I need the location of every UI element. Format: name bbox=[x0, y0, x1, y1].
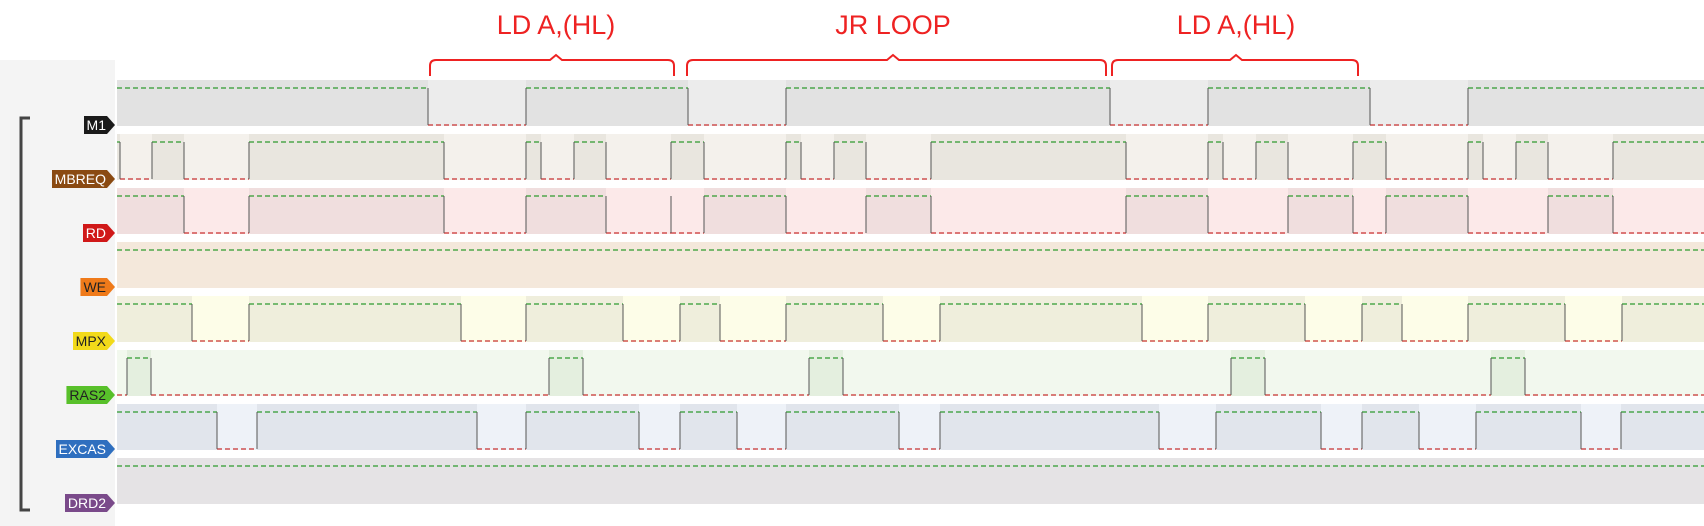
low-region bbox=[688, 80, 786, 126]
signal-label-mpx[interactable]: MPX bbox=[73, 332, 115, 350]
annotation-ld-label-1: LD A,(HL) bbox=[496, 10, 616, 40]
annotation-brackets bbox=[429, 53, 1359, 76]
low-region bbox=[1419, 404, 1476, 450]
lane-background bbox=[117, 458, 1704, 504]
low-region bbox=[899, 404, 940, 450]
low-region bbox=[583, 350, 809, 396]
low-region bbox=[1208, 188, 1288, 234]
low-region bbox=[1483, 134, 1516, 180]
low-region bbox=[883, 296, 940, 342]
signal-trace-we[interactable] bbox=[117, 242, 1704, 288]
low-region bbox=[1265, 350, 1491, 396]
annotation-bracket bbox=[429, 53, 675, 76]
low-region bbox=[623, 296, 680, 342]
lane-background bbox=[117, 188, 1704, 234]
low-region bbox=[786, 188, 866, 234]
low-region bbox=[541, 134, 574, 180]
annotation-ld-label-2: LD A,(HL) bbox=[1176, 10, 1296, 40]
signal-trace-mpx[interactable] bbox=[117, 296, 1704, 342]
low-region bbox=[117, 350, 127, 396]
low-region bbox=[1525, 350, 1704, 396]
low-region bbox=[1305, 296, 1362, 342]
low-region bbox=[606, 134, 671, 180]
low-region bbox=[444, 188, 526, 234]
signal-trace-mbreq[interactable] bbox=[117, 134, 1704, 180]
low-region bbox=[1613, 188, 1704, 234]
signal-trace-drd2[interactable] bbox=[117, 458, 1704, 504]
low-region bbox=[151, 350, 549, 396]
low-region bbox=[1353, 188, 1386, 234]
low-region bbox=[1142, 296, 1208, 342]
low-region bbox=[192, 296, 249, 342]
signal-label-m1[interactable]: M1 bbox=[84, 116, 115, 134]
signal-label-rd[interactable]: RD bbox=[83, 224, 115, 242]
signal-group-bracket bbox=[19, 116, 30, 512]
signal-trace-excas[interactable] bbox=[117, 404, 1704, 450]
signal-trace-ras2[interactable] bbox=[117, 350, 1704, 396]
annotation-bracket bbox=[686, 53, 1107, 76]
low-region bbox=[1386, 134, 1468, 180]
low-region bbox=[1548, 134, 1613, 180]
low-region bbox=[606, 188, 671, 234]
annotation-bracket bbox=[1111, 53, 1359, 76]
low-region bbox=[843, 350, 1231, 396]
low-region bbox=[1288, 134, 1353, 180]
signal-label-we[interactable]: WE bbox=[80, 278, 115, 296]
signal-label-ras2[interactable]: RAS2 bbox=[66, 386, 115, 404]
low-region bbox=[671, 188, 704, 234]
low-region bbox=[444, 134, 526, 180]
low-region bbox=[1321, 404, 1362, 450]
low-region bbox=[801, 134, 834, 180]
low-region bbox=[1126, 134, 1208, 180]
signal-label-excas[interactable]: EXCAS bbox=[56, 440, 115, 458]
low-region bbox=[931, 188, 1126, 234]
low-region bbox=[120, 134, 152, 180]
signal-trace-m1[interactable] bbox=[117, 80, 1704, 126]
low-region bbox=[428, 80, 526, 126]
signal-label-mbreq[interactable]: MBREQ bbox=[52, 170, 115, 188]
signal-trace-rd[interactable] bbox=[117, 188, 1704, 234]
low-region bbox=[1402, 296, 1468, 342]
low-region bbox=[217, 404, 257, 450]
signal-label-drd2[interactable]: DRD2 bbox=[65, 494, 115, 512]
low-region bbox=[1565, 296, 1622, 342]
low-region bbox=[866, 134, 931, 180]
low-region bbox=[1370, 80, 1468, 126]
annotation-jr-loop-label: JR LOOP bbox=[835, 10, 951, 40]
instruction-annotations: LD A,(HL) JR LOOP LD A,(HL) bbox=[0, 0, 1704, 80]
low-region bbox=[1159, 404, 1216, 450]
low-region bbox=[737, 404, 786, 450]
low-region bbox=[1223, 134, 1256, 180]
low-region bbox=[704, 134, 786, 180]
low-region bbox=[184, 134, 249, 180]
low-region bbox=[639, 404, 680, 450]
low-region bbox=[1468, 188, 1548, 234]
low-region bbox=[720, 296, 786, 342]
low-region bbox=[1581, 404, 1621, 450]
low-region bbox=[477, 404, 526, 450]
low-region bbox=[461, 296, 526, 342]
low-region bbox=[184, 188, 249, 234]
lane-background bbox=[117, 242, 1704, 288]
low-region bbox=[1110, 80, 1208, 126]
